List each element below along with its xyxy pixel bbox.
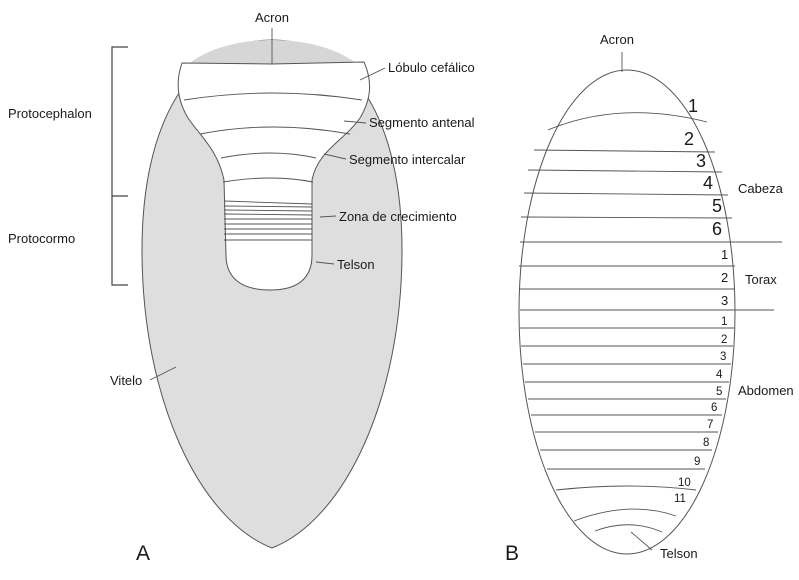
protocephalon-bracket	[112, 47, 128, 196]
label-protocormo: Protocormo	[8, 231, 75, 246]
label-segmento-intercalar: Segmento intercalar	[349, 152, 466, 167]
label-telson-b: Telson	[660, 546, 698, 561]
abdomen-number-11: 11	[674, 493, 686, 505]
abdomen-number-2: 2	[721, 334, 727, 346]
label-acron-b: Acron	[600, 32, 634, 47]
head-number-6: 6	[712, 219, 722, 239]
label-telson-a: Telson	[337, 257, 375, 272]
panel-b: Acron 1 2 3 4 5 6 1 2 3 1 2 3 4 5 6 7 8 …	[505, 32, 794, 565]
abdomen-number-10: 10	[678, 477, 691, 489]
label-protocephalon: Protocephalon	[8, 106, 92, 121]
abdomen-number-5: 5	[716, 386, 722, 398]
panel-a: Acron Lóbulo cefálico Segmento antenal S…	[8, 10, 475, 565]
panel-letter-b: B	[505, 542, 519, 565]
label-acron-a: Acron	[255, 10, 289, 25]
label-cabeza: Cabeza	[738, 181, 784, 196]
label-torax: Torax	[745, 272, 777, 287]
abdomen-number-7: 7	[707, 419, 713, 431]
label-lobulo-cefalico: Lóbulo cefálico	[388, 60, 475, 75]
head-number-4: 4	[703, 173, 713, 193]
head-number-3: 3	[696, 151, 706, 171]
label-vitelo: Vitelo	[110, 373, 142, 388]
abdomen-number-1: 1	[721, 316, 727, 328]
thorax-number-1: 1	[721, 247, 728, 262]
panel-letter-a: A	[136, 542, 150, 565]
thorax-number-3: 3	[721, 293, 728, 308]
label-abdomen: Abdomen	[738, 383, 794, 398]
abdomen-number-8: 8	[703, 437, 709, 449]
head-number-1: 1	[688, 96, 698, 116]
thorax-number-2: 2	[721, 270, 728, 285]
label-segmento-antenal: Segmento antenal	[369, 115, 475, 130]
abdomen-number-6: 6	[711, 402, 717, 414]
abdomen-number-3: 3	[720, 351, 726, 363]
head-number-2: 2	[684, 129, 694, 149]
protocormo-bracket	[112, 196, 128, 285]
abdomen-number-4: 4	[716, 369, 723, 381]
label-zona-crecimiento: Zona de crecimiento	[339, 209, 457, 224]
egg-b-outline	[519, 70, 735, 554]
head-number-5: 5	[712, 196, 722, 216]
abdomen-number-9: 9	[694, 456, 700, 468]
